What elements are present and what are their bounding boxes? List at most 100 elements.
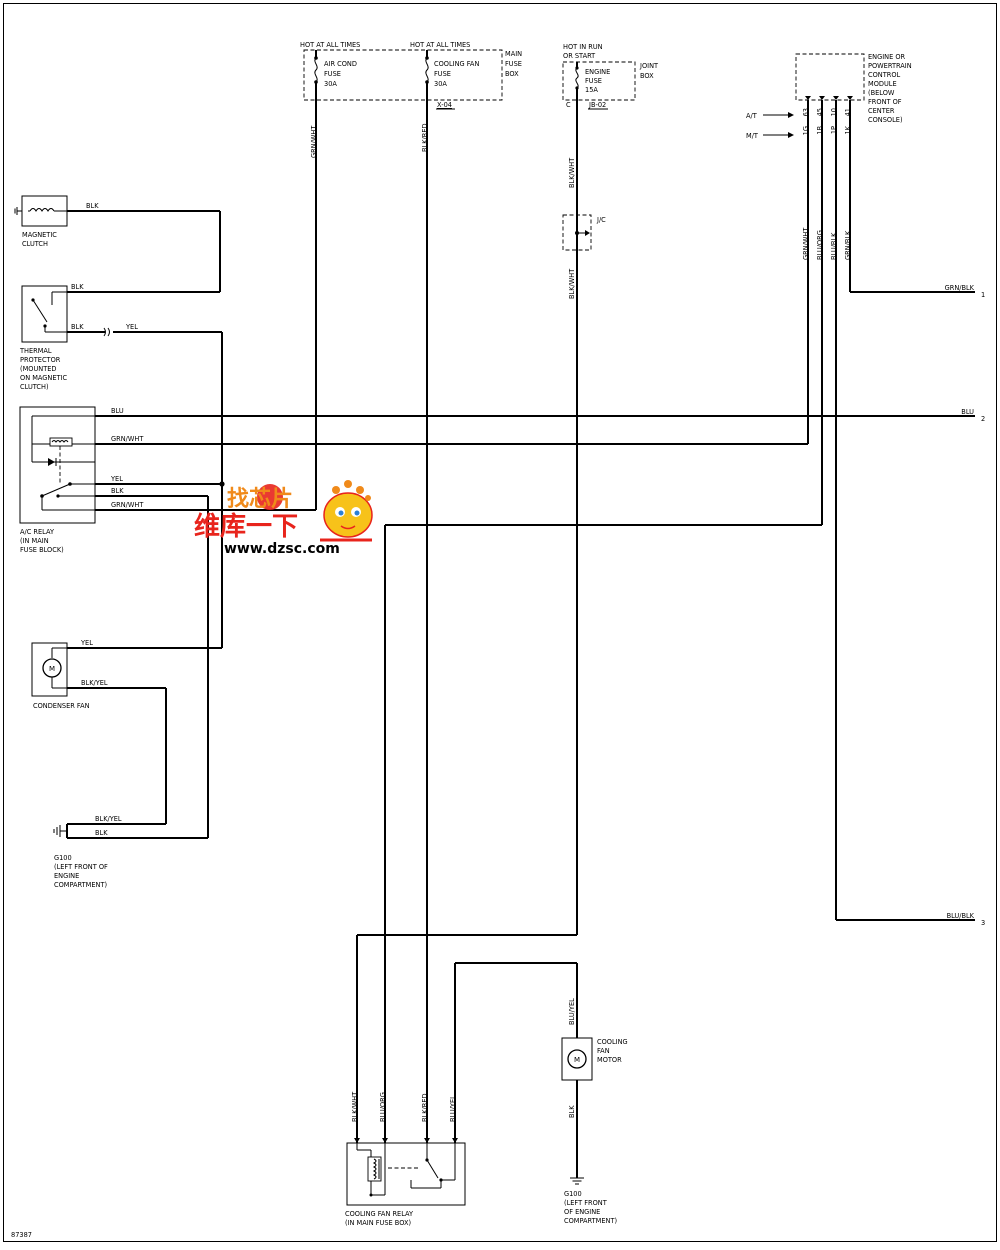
ac-relay-label-2: (IN MAIN xyxy=(20,537,49,545)
ecm-pin-at-2: 45 xyxy=(816,108,824,116)
hot-at-all-times-left: HOT AT ALL TIMES xyxy=(300,41,360,49)
cooling-fan-motor-label-1: COOLING xyxy=(597,1038,628,1046)
ground-g100-bottom: G100 (LEFT FRONT OF ENGINE COMPARTMENT) xyxy=(564,1177,617,1225)
joint-box: HOT IN RUN OR START ENGINE FUSE 15A JOIN… xyxy=(562,43,659,110)
joint-connector: J/C xyxy=(562,214,606,251)
joint-box-label-1: JOINT xyxy=(639,62,659,70)
joint-box-pin-c: C xyxy=(566,101,571,109)
wire-label-relay-blk-wht: BLK/WHT xyxy=(351,1091,359,1122)
wire-label-relay-blk-red: BLK/RED xyxy=(421,1093,429,1122)
wire-label-thermal-blk: BLK xyxy=(71,323,84,331)
cooling-fan-motor-label-2: FAN xyxy=(597,1047,610,1055)
wire-label-relay-grn-wht: GRN/WHT xyxy=(111,435,144,443)
wire-label-relay-blk: BLK xyxy=(111,487,124,495)
watermark: 找芯片 维库一下 www.dzsc.com xyxy=(194,480,373,557)
cooling-fan-relay-label-1: COOLING FAN RELAY xyxy=(345,1210,414,1218)
air-cond-fuse-label-3: 30A xyxy=(324,80,337,88)
wire-label-cond-yel: YEL xyxy=(80,639,93,647)
wire-label-motor-blk: BLK xyxy=(568,1105,576,1118)
wire-label-thermal-yel: YEL xyxy=(125,323,138,331)
wire-label-ecm-blu-org: BLU/ORG xyxy=(816,230,824,260)
wire-label-relay-yel: YEL xyxy=(110,475,123,483)
cooling-fan-motor-symbol: M xyxy=(574,1056,580,1064)
ecm-label-4: MODULE xyxy=(868,80,897,88)
wire-label-blu: BLU xyxy=(111,407,124,415)
thermal-protector-label-3: (MOUNTED xyxy=(20,365,56,373)
ecm-pin-mt-3: 1P xyxy=(830,126,838,134)
wire-label-ground-blk: BLK xyxy=(95,829,108,837)
thermal-protector: THERMAL PROTECTOR (MOUNTED ON MAGNETIC C… xyxy=(19,285,110,391)
jc-label: J/C xyxy=(596,216,606,224)
magnetic-clutch-label-1: MAGNETIC xyxy=(22,231,57,239)
air-cond-fuse-label-2: FUSE xyxy=(324,70,341,78)
wire-label-ecm-grn-wht: GRN/WHT xyxy=(802,227,810,260)
engine-fuse-label-2: FUSE xyxy=(585,77,602,85)
ref-blu-blk-wire: BLU/BLK xyxy=(947,912,975,920)
ecm-label-8: CONSOLE) xyxy=(868,116,903,124)
junction-dot xyxy=(219,481,225,487)
joint-box-label-2: BOX xyxy=(640,72,654,80)
ecm-label-7: CENTER xyxy=(868,107,895,115)
ecm-pin-at-1: 63 xyxy=(802,108,810,116)
ecm-label-3: CONTROL xyxy=(868,71,901,79)
thermal-protector-label-2: PROTECTOR xyxy=(20,356,61,364)
hot-in-run-2: OR START xyxy=(563,52,596,60)
wire-label-relay-grn-wht-2: GRN/WHT xyxy=(111,501,144,509)
ref-2-number: 2 xyxy=(981,415,985,423)
ecm-label-5: (BELOW xyxy=(868,89,895,97)
main-fuse-box: HOT AT ALL TIMES HOT AT ALL TIMES MAIN F… xyxy=(300,41,522,110)
wire-label-ecm-grn-blk: GRN/BLK xyxy=(844,230,852,260)
magnetic-clutch: MAGNETIC CLUTCH xyxy=(14,195,68,248)
wire-label-cond-blk-yel: BLK/YEL xyxy=(81,679,108,687)
main-fuse-box-label-1: MAIN xyxy=(505,50,522,58)
g100-bottom-label-4: COMPARTMENT) xyxy=(564,1217,617,1225)
cooling-fan-fuse-label-1: COOLING FAN xyxy=(434,60,479,68)
page-id: 87387 xyxy=(11,1231,32,1239)
wire-label-blk-wht-top: BLK/WHT xyxy=(568,157,576,188)
connector-x04: X-04 xyxy=(437,101,452,109)
ref-blu-wire: BLU xyxy=(961,408,974,416)
g100-left-label-2: (LEFT FRONT OF xyxy=(54,863,108,871)
thermal-protector-label-1: THERMAL xyxy=(19,347,52,355)
wire-label-thermal-blk-top: BLK xyxy=(71,283,84,291)
watermark-line1: 找芯片 xyxy=(227,487,293,512)
ecm-pin-mt-2: 1B xyxy=(816,126,824,135)
ref-3-number: 3 xyxy=(981,919,985,927)
air-cond-fuse-label-1: AIR COND xyxy=(324,60,357,68)
g100-left-label-1: G100 xyxy=(54,854,72,862)
g100-bottom-label-2: (LEFT FRONT xyxy=(564,1199,608,1207)
hot-in-run-1: HOT IN RUN xyxy=(563,43,603,51)
air-cond-fuse: AIR COND FUSE 30A xyxy=(314,50,357,100)
wire-label-relay-blu-org: BLU/ORG xyxy=(379,1092,387,1122)
engine-fuse-label-3: 15A xyxy=(585,86,598,94)
ac-relay-label-3: FUSE BLOCK) xyxy=(20,546,64,554)
condenser-fan-label: CONDENSER FAN xyxy=(33,702,90,710)
engine-control-module: ENGINE OR POWERTRAIN CONTROL MODULE (BEL… xyxy=(746,53,912,140)
wire-label-grn-wht-fuse: GRN/WHT xyxy=(310,125,318,158)
ecm-pin-mt-4: 1K xyxy=(844,125,852,134)
ecm-label-2: POWERTRAIN xyxy=(868,62,912,70)
mascot-image xyxy=(257,480,373,542)
wire-label-blk-red-fuse: BLK/RED xyxy=(421,123,429,152)
wires xyxy=(67,100,975,1178)
g100-bottom-label-1: G100 xyxy=(564,1190,582,1198)
wire-label-relay-blu-yel: BLU/YEL xyxy=(449,1095,457,1122)
magnetic-clutch-label-2: CLUTCH xyxy=(22,240,48,248)
ac-relay: A/C RELAY (IN MAIN FUSE BLOCK) xyxy=(19,406,96,554)
cooling-fan-relay: COOLING FAN RELAY (IN MAIN FUSE BOX) xyxy=(345,1138,466,1227)
main-fuse-box-label-2: FUSE xyxy=(505,60,522,68)
ref-grn-blk-wire: GRN/BLK xyxy=(945,284,975,292)
ref-1-number: 1 xyxy=(981,291,985,299)
cooling-fan-motor: M COOLING FAN MOTOR xyxy=(561,1037,628,1081)
connector-jb02: JB-02 xyxy=(588,101,606,109)
g100-left-label-4: COMPARTMENT) xyxy=(54,881,107,889)
ecm-pin-at-4: 41 xyxy=(844,108,852,116)
wire-label-ground-blk-yel: BLK/YEL xyxy=(95,815,122,823)
off-page-refs: GRN/BLK 1 BLU 2 BLU/BLK 3 xyxy=(945,284,986,927)
ecm-label-1: ENGINE OR xyxy=(868,53,906,61)
cooling-fan-fuse-label-3: 30A xyxy=(434,80,447,88)
cooling-fan-motor-label-3: MOTOR xyxy=(597,1056,622,1064)
ecm-pin-at-3: 10 xyxy=(830,108,838,116)
wire-label-clutch-blk: BLK xyxy=(86,202,99,210)
